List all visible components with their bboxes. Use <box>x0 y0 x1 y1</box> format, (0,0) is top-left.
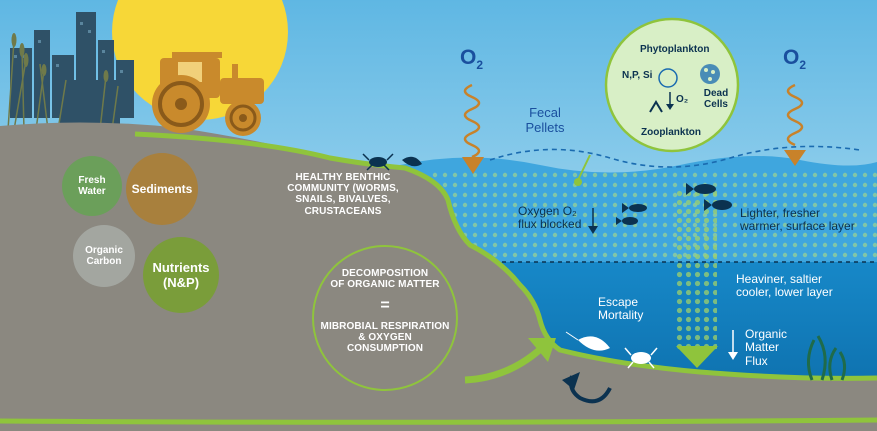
sediments-bubble-shape <box>126 153 198 225</box>
land <box>0 122 877 431</box>
organic-matter-column <box>675 190 717 350</box>
dead-cells-label: Dead Cells <box>703 88 729 111</box>
shrimp-top <box>402 156 422 167</box>
equals-label: = <box>380 297 390 314</box>
oxygen-flux-label: Oxygen O₂ flux blocked <box>518 204 582 232</box>
zooplankton-label: Zooplankton <box>641 127 701 138</box>
plankton-inset <box>604 17 740 153</box>
phytoplankton-label: Phytoplankton <box>640 44 710 55</box>
organic-carbon-bubble-shape <box>73 225 135 287</box>
crab-bottom <box>624 347 658 369</box>
decomposition-circle <box>312 245 458 391</box>
organic-carbon-bubble: Organic Carbon <box>73 225 135 287</box>
fish-group <box>616 183 732 225</box>
o2-left: O2 <box>460 46 484 73</box>
lower-layer-label: Heaviner, saltier cooler, lower layer <box>736 272 833 300</box>
fresh-water-bubble-shape <box>62 156 122 216</box>
sediments-label: Sediments <box>131 182 193 196</box>
sediments-bubble: Sediments <box>126 153 198 225</box>
surface-layer-label: Lighter, fresher warmer, surface layer <box>740 206 855 234</box>
organic-flux-label: Organic Matter Flux <box>745 327 788 368</box>
benthic-community-label: HEALTHY BENTHIC COMMUNITY (WORMS, SNAILS… <box>287 172 399 217</box>
organic-flux-arrow <box>728 330 738 360</box>
flux-blocked-arrow <box>588 208 598 234</box>
inset-o2-label: O₂ <box>676 94 689 105</box>
green-flow-arrow <box>464 342 548 384</box>
fresh-water-label: Fresh Water <box>78 175 106 197</box>
organic-carbon-label: Organic Carbon <box>85 245 123 267</box>
oxygen-arrow-right <box>784 83 806 166</box>
oxygen-arrow-left <box>462 83 484 174</box>
o2-right: O2 <box>783 46 807 73</box>
nutrients-bubble-shape <box>143 237 219 313</box>
shoreline-grass <box>134 131 877 381</box>
nutrients-bubble: Nutrients (N&P) <box>143 237 219 313</box>
escape-mortality-label: Escape Mortality <box>598 295 644 323</box>
crab-top <box>362 153 394 171</box>
respiration-label: MIBROBIAL RESPIRATION & OXYGEN CONSUMPTI… <box>320 321 450 355</box>
reeds <box>7 39 119 131</box>
shrimp-bottom <box>565 331 610 351</box>
organic-flux-triangle <box>676 346 718 368</box>
fecal-pellets-label: Fecal Pellets <box>525 105 565 135</box>
tractor <box>152 52 264 136</box>
nutrients-label: Nutrients (N&P) <box>152 260 210 290</box>
fresh-water-bubble: Fresh Water <box>62 156 122 216</box>
decomposition-label: DECOMPOSITION OF ORGANIC MATTER <box>330 268 440 291</box>
nps-label: N,P, Si <box>622 70 653 81</box>
seaweed <box>807 335 847 381</box>
